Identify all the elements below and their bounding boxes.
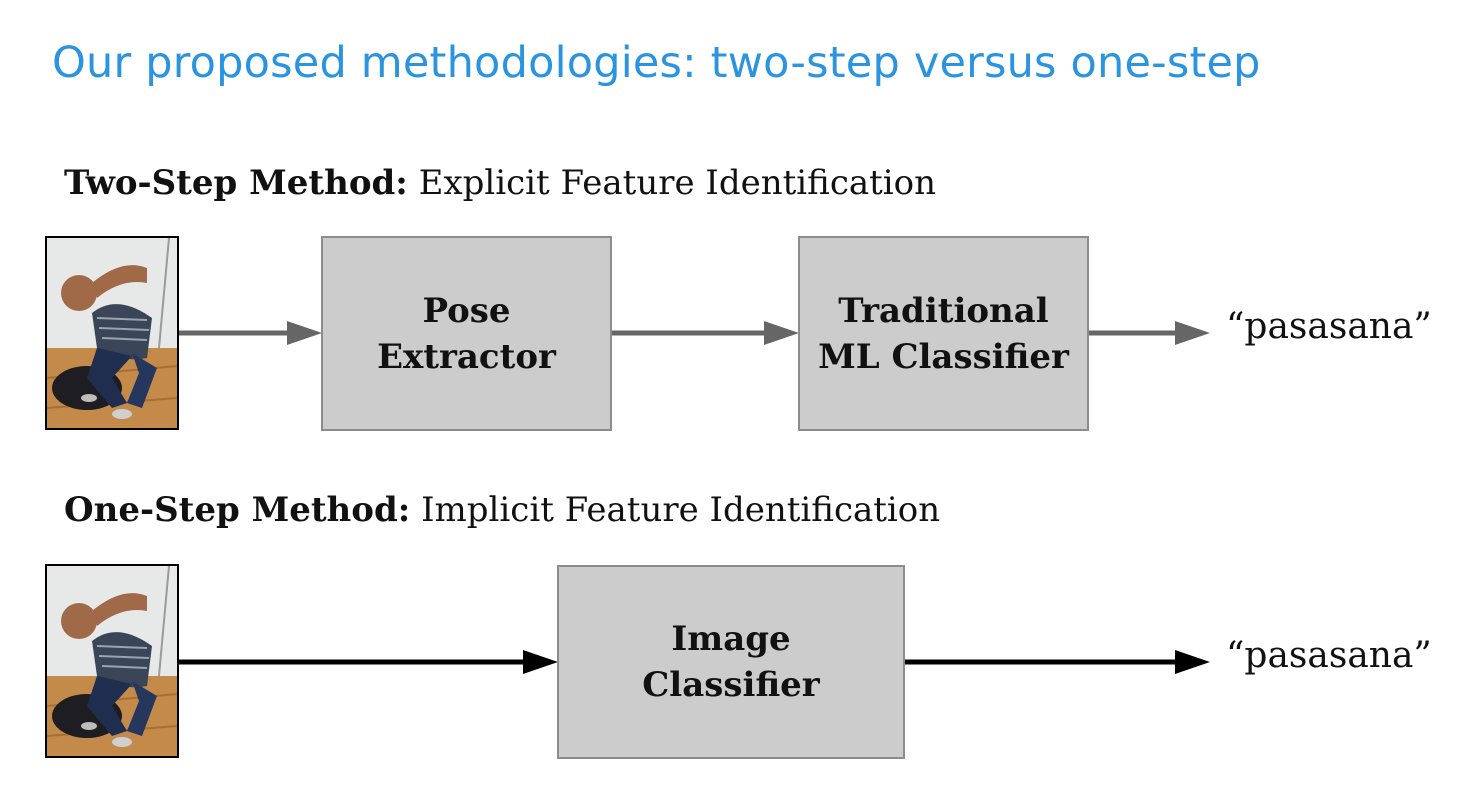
- two-step-output-label: “pasasana”: [1226, 306, 1432, 347]
- traditional-ml-classifier-box: Traditional ML Classifier: [798, 236, 1089, 431]
- one-step-output-label: “pasasana”: [1226, 635, 1432, 676]
- one-step-heading-bold: One-Step Method:: [64, 490, 411, 530]
- ml-classifier-line1: Traditional: [838, 290, 1049, 331]
- two-step-heading: Two-Step Method: Explicit Feature Identi…: [64, 163, 936, 203]
- arrow-pose-to-classifier: [612, 321, 799, 345]
- two-step-heading-bold: Two-Step Method:: [64, 163, 408, 203]
- person-yoga-pose-photo-icon: [47, 238, 177, 428]
- image-classifier-line2: Classifier: [642, 665, 820, 705]
- arrow-classifier-to-output: [1089, 321, 1210, 345]
- slide-title: Our proposed methodologies: two-step ver…: [52, 38, 1261, 88]
- pose-extractor-line1: Pose: [422, 290, 511, 331]
- ml-classifier-line2: ML Classifier: [818, 336, 1069, 377]
- pose-extractor-box: Pose Extractor: [321, 236, 612, 431]
- image-classifier-line1: Image: [671, 619, 791, 659]
- yoga-pose-photo-2: [45, 564, 179, 758]
- arrow-image-classifier-to-output: [905, 650, 1210, 674]
- pose-extractor-line2: Extractor: [377, 336, 556, 377]
- arrow-photo-to-pose-extractor: [179, 321, 322, 345]
- arrow-photo-to-image-classifier: [179, 650, 558, 674]
- yoga-pose-photo: [45, 236, 179, 430]
- person-yoga-pose-photo-icon-2: [47, 566, 177, 756]
- one-step-heading: One-Step Method: Implicit Feature Identi…: [64, 490, 940, 530]
- one-step-heading-rest: Implicit Feature Identification: [410, 490, 941, 530]
- image-classifier-box: Image Classifier: [557, 565, 905, 759]
- two-step-heading-rest: Explicit Feature Identification: [407, 163, 937, 203]
